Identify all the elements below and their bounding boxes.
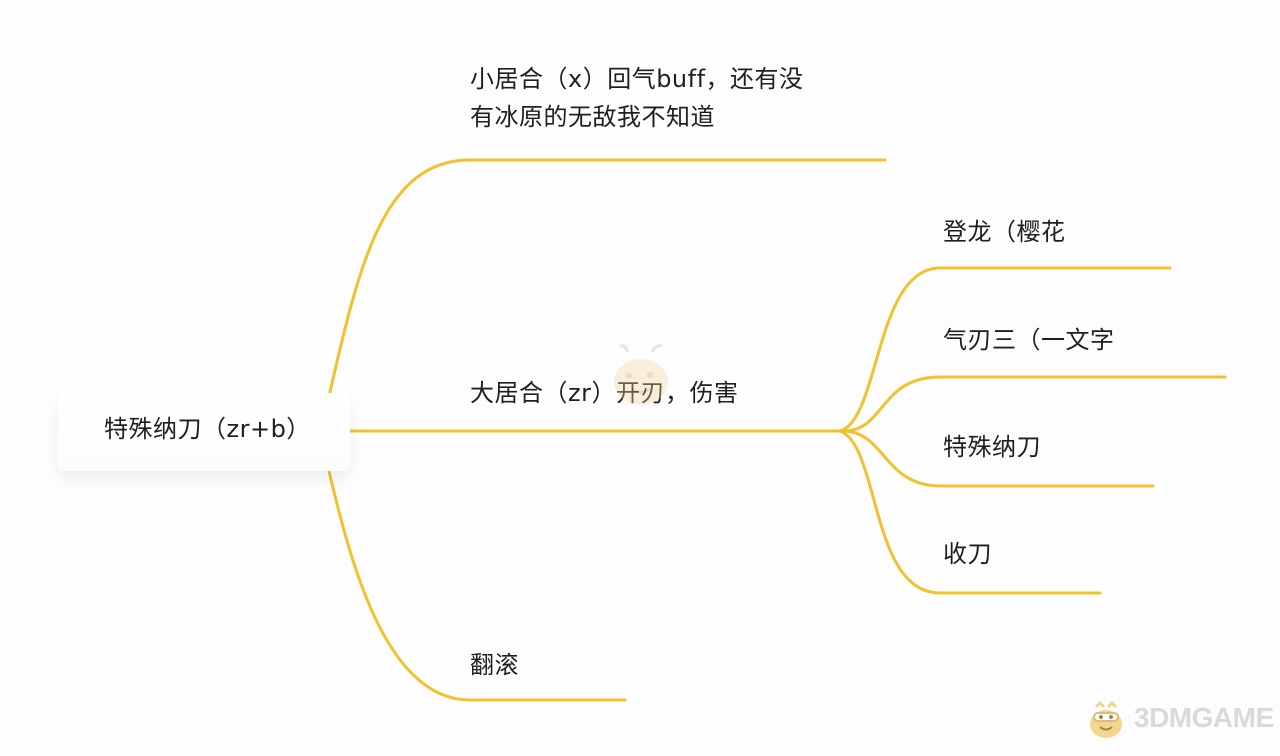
brand-watermark: 3DMGAME (1082, 694, 1274, 748)
connector-root-to-roll (326, 465, 627, 702)
child-denglong-label: 登龙（樱花 (943, 218, 1066, 246)
root-node (58, 393, 350, 471)
brand-text: 3DMGAME (1134, 702, 1274, 733)
connector-big-iai-to-qiren (843, 375, 1227, 433)
connector-big-iai-to-special-nato (843, 429, 1155, 488)
mascot-watermark-icon (614, 344, 668, 405)
branch-big-iai-label: 大居合（zr）开刃，伤害 (470, 379, 739, 407)
connector-root-to-small-iai (328, 158, 887, 394)
root-label: 特殊纳刀（zr+b） (104, 415, 311, 443)
child-qiren-label: 气刃三（一文字 (943, 326, 1115, 354)
child-shoudao-label: 收刀 (943, 540, 992, 568)
connector-big-iai-to-denglong (838, 266, 1172, 433)
brand-mascot-icon (1090, 700, 1122, 738)
child-special-nato-label: 特殊纳刀 (943, 433, 1041, 461)
branch-small-iai-label: 小居合（x）回气buff，还有没有冰原的无敌我不知道 (470, 65, 804, 132)
connector-big-iai-to-shoudao (838, 429, 1102, 595)
branch-roll-label: 翻滚 (470, 651, 519, 679)
